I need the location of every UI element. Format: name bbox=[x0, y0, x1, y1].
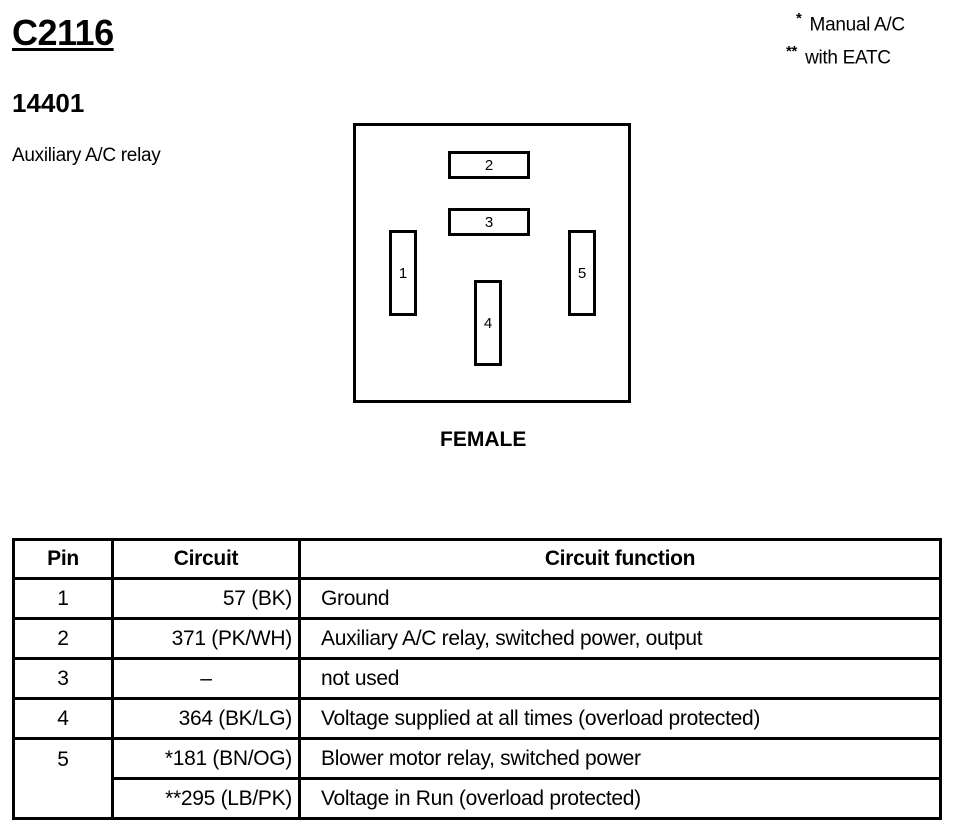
pin-label: 1 bbox=[398, 264, 408, 282]
cell-function: Ground bbox=[298, 577, 942, 620]
cell-circuit: – bbox=[111, 657, 301, 700]
pin-label: 5 bbox=[577, 264, 587, 282]
connector-id-title: C2116 bbox=[12, 12, 114, 53]
pin-2-terminal: 2 bbox=[448, 151, 530, 179]
cell-function: Voltage in Run (overload protected) bbox=[298, 777, 942, 820]
cell-pin: 2 bbox=[12, 617, 114, 660]
cell-pin: 4 bbox=[12, 697, 114, 740]
legend-eatc: ** with EATC bbox=[786, 43, 891, 69]
cell-pin: 5 bbox=[12, 737, 114, 820]
table-row: 3 – not used bbox=[12, 657, 942, 700]
table-header-row: Pin Circuit Circuit function bbox=[12, 538, 942, 580]
cell-function: Auxiliary A/C relay, switched power, out… bbox=[298, 617, 942, 660]
cell-function: not used bbox=[298, 657, 942, 700]
pin-label: 4 bbox=[483, 314, 493, 332]
cell-circuit: 371 (PK/WH) bbox=[111, 617, 301, 660]
legend-mark: * bbox=[796, 10, 802, 27]
connector-face: 2 3 1 5 4 bbox=[353, 123, 631, 403]
cell-pin: 3 bbox=[12, 657, 114, 700]
legend-manual-ac: * Manual A/C bbox=[796, 10, 905, 36]
table-row: 2 371 (PK/WH) Auxiliary A/C relay, switc… bbox=[12, 617, 942, 660]
table-row: 4 364 (BK/LG) Voltage supplied at all ti… bbox=[12, 697, 942, 740]
cell-circuit: 57 (BK) bbox=[111, 577, 301, 620]
table-row: 5 *181 (BN/OG) Blower motor relay, switc… bbox=[12, 737, 942, 820]
pin-1-terminal: 1 bbox=[389, 230, 417, 316]
part-number: 14401 bbox=[12, 88, 85, 118]
cell-function: Voltage supplied at all times (overload … bbox=[298, 697, 942, 740]
pin-circuit-table: Pin Circuit Circuit function 1 57 (BK) G… bbox=[12, 538, 942, 820]
legend-text: with EATC bbox=[805, 47, 891, 69]
cell-function: Blower motor relay, switched power bbox=[298, 737, 942, 780]
header-function: Circuit function bbox=[298, 538, 942, 580]
pin-label: 2 bbox=[484, 156, 494, 174]
cell-circuit: *181 (BN/OG) bbox=[111, 737, 301, 780]
legend-text: Manual A/C bbox=[809, 14, 906, 36]
table-row: 1 57 (BK) Ground bbox=[12, 577, 942, 620]
cell-circuit: 364 (BK/LG) bbox=[111, 697, 301, 740]
header-circuit: Circuit bbox=[111, 538, 301, 580]
cell-pin: 1 bbox=[12, 577, 114, 620]
connector-gender-label: FEMALE bbox=[440, 428, 527, 451]
pin-4-terminal: 4 bbox=[474, 280, 502, 366]
cell-circuit: **295 (LB/PK) bbox=[111, 777, 301, 820]
pin-label: 3 bbox=[484, 213, 494, 231]
pin-5-terminal: 5 bbox=[568, 230, 596, 316]
table-row: **295 (LB/PK) Voltage in Run (overload p… bbox=[14, 777, 942, 820]
header-pin: Pin bbox=[12, 538, 114, 580]
pin-3-terminal: 3 bbox=[448, 208, 530, 236]
component-description: Auxiliary A/C relay bbox=[12, 145, 161, 166]
legend-mark: ** bbox=[786, 43, 798, 60]
